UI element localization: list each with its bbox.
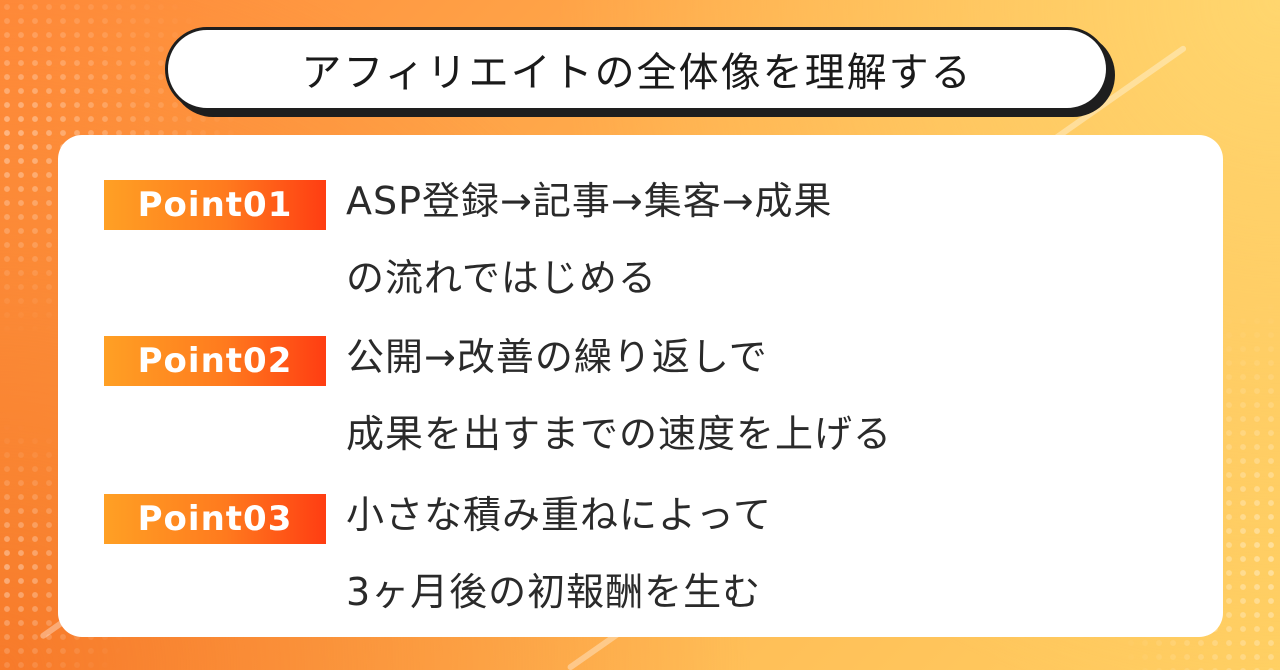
point-line: 3ヶ月後の初報酬を生む: [346, 570, 762, 614]
point-line: の流れではじめる: [346, 256, 657, 300]
page-title: アフィリエイトの全体像を理解する: [301, 50, 973, 96]
point-line: 公開→改善の繰り返しで: [346, 335, 768, 379]
point-item-3: Point03 小さな積み重ねによって 3ヶ月後の初報酬を生む: [104, 487, 772, 631]
point-line: 小さな積み重ねによって: [346, 493, 772, 537]
point-badge: Point03: [104, 494, 326, 544]
point-line: ASP登録→記事→集客→成果: [346, 179, 833, 223]
point-item-2: Point02 公開→改善の繰り返しで 成果を出すまでの速度を上げる: [104, 329, 892, 473]
title-banner: アフィリエイトの全体像を理解する: [165, 27, 1109, 111]
points-card: Point01 ASP登録→記事→集客→成果 の流れではじめる Point02 …: [58, 135, 1223, 637]
point-item-1: Point01 ASP登録→記事→集客→成果 の流れではじめる: [104, 173, 833, 317]
point-description: ASP登録→記事→集客→成果 の流れではじめる: [346, 163, 833, 317]
point-badge: Point01: [104, 180, 326, 230]
point-description: 公開→改善の繰り返しで 成果を出すまでの速度を上げる: [346, 319, 892, 473]
point-badge: Point02: [104, 336, 326, 386]
point-description: 小さな積み重ねによって 3ヶ月後の初報酬を生む: [346, 477, 772, 631]
point-line: 成果を出すまでの速度を上げる: [346, 412, 893, 456]
